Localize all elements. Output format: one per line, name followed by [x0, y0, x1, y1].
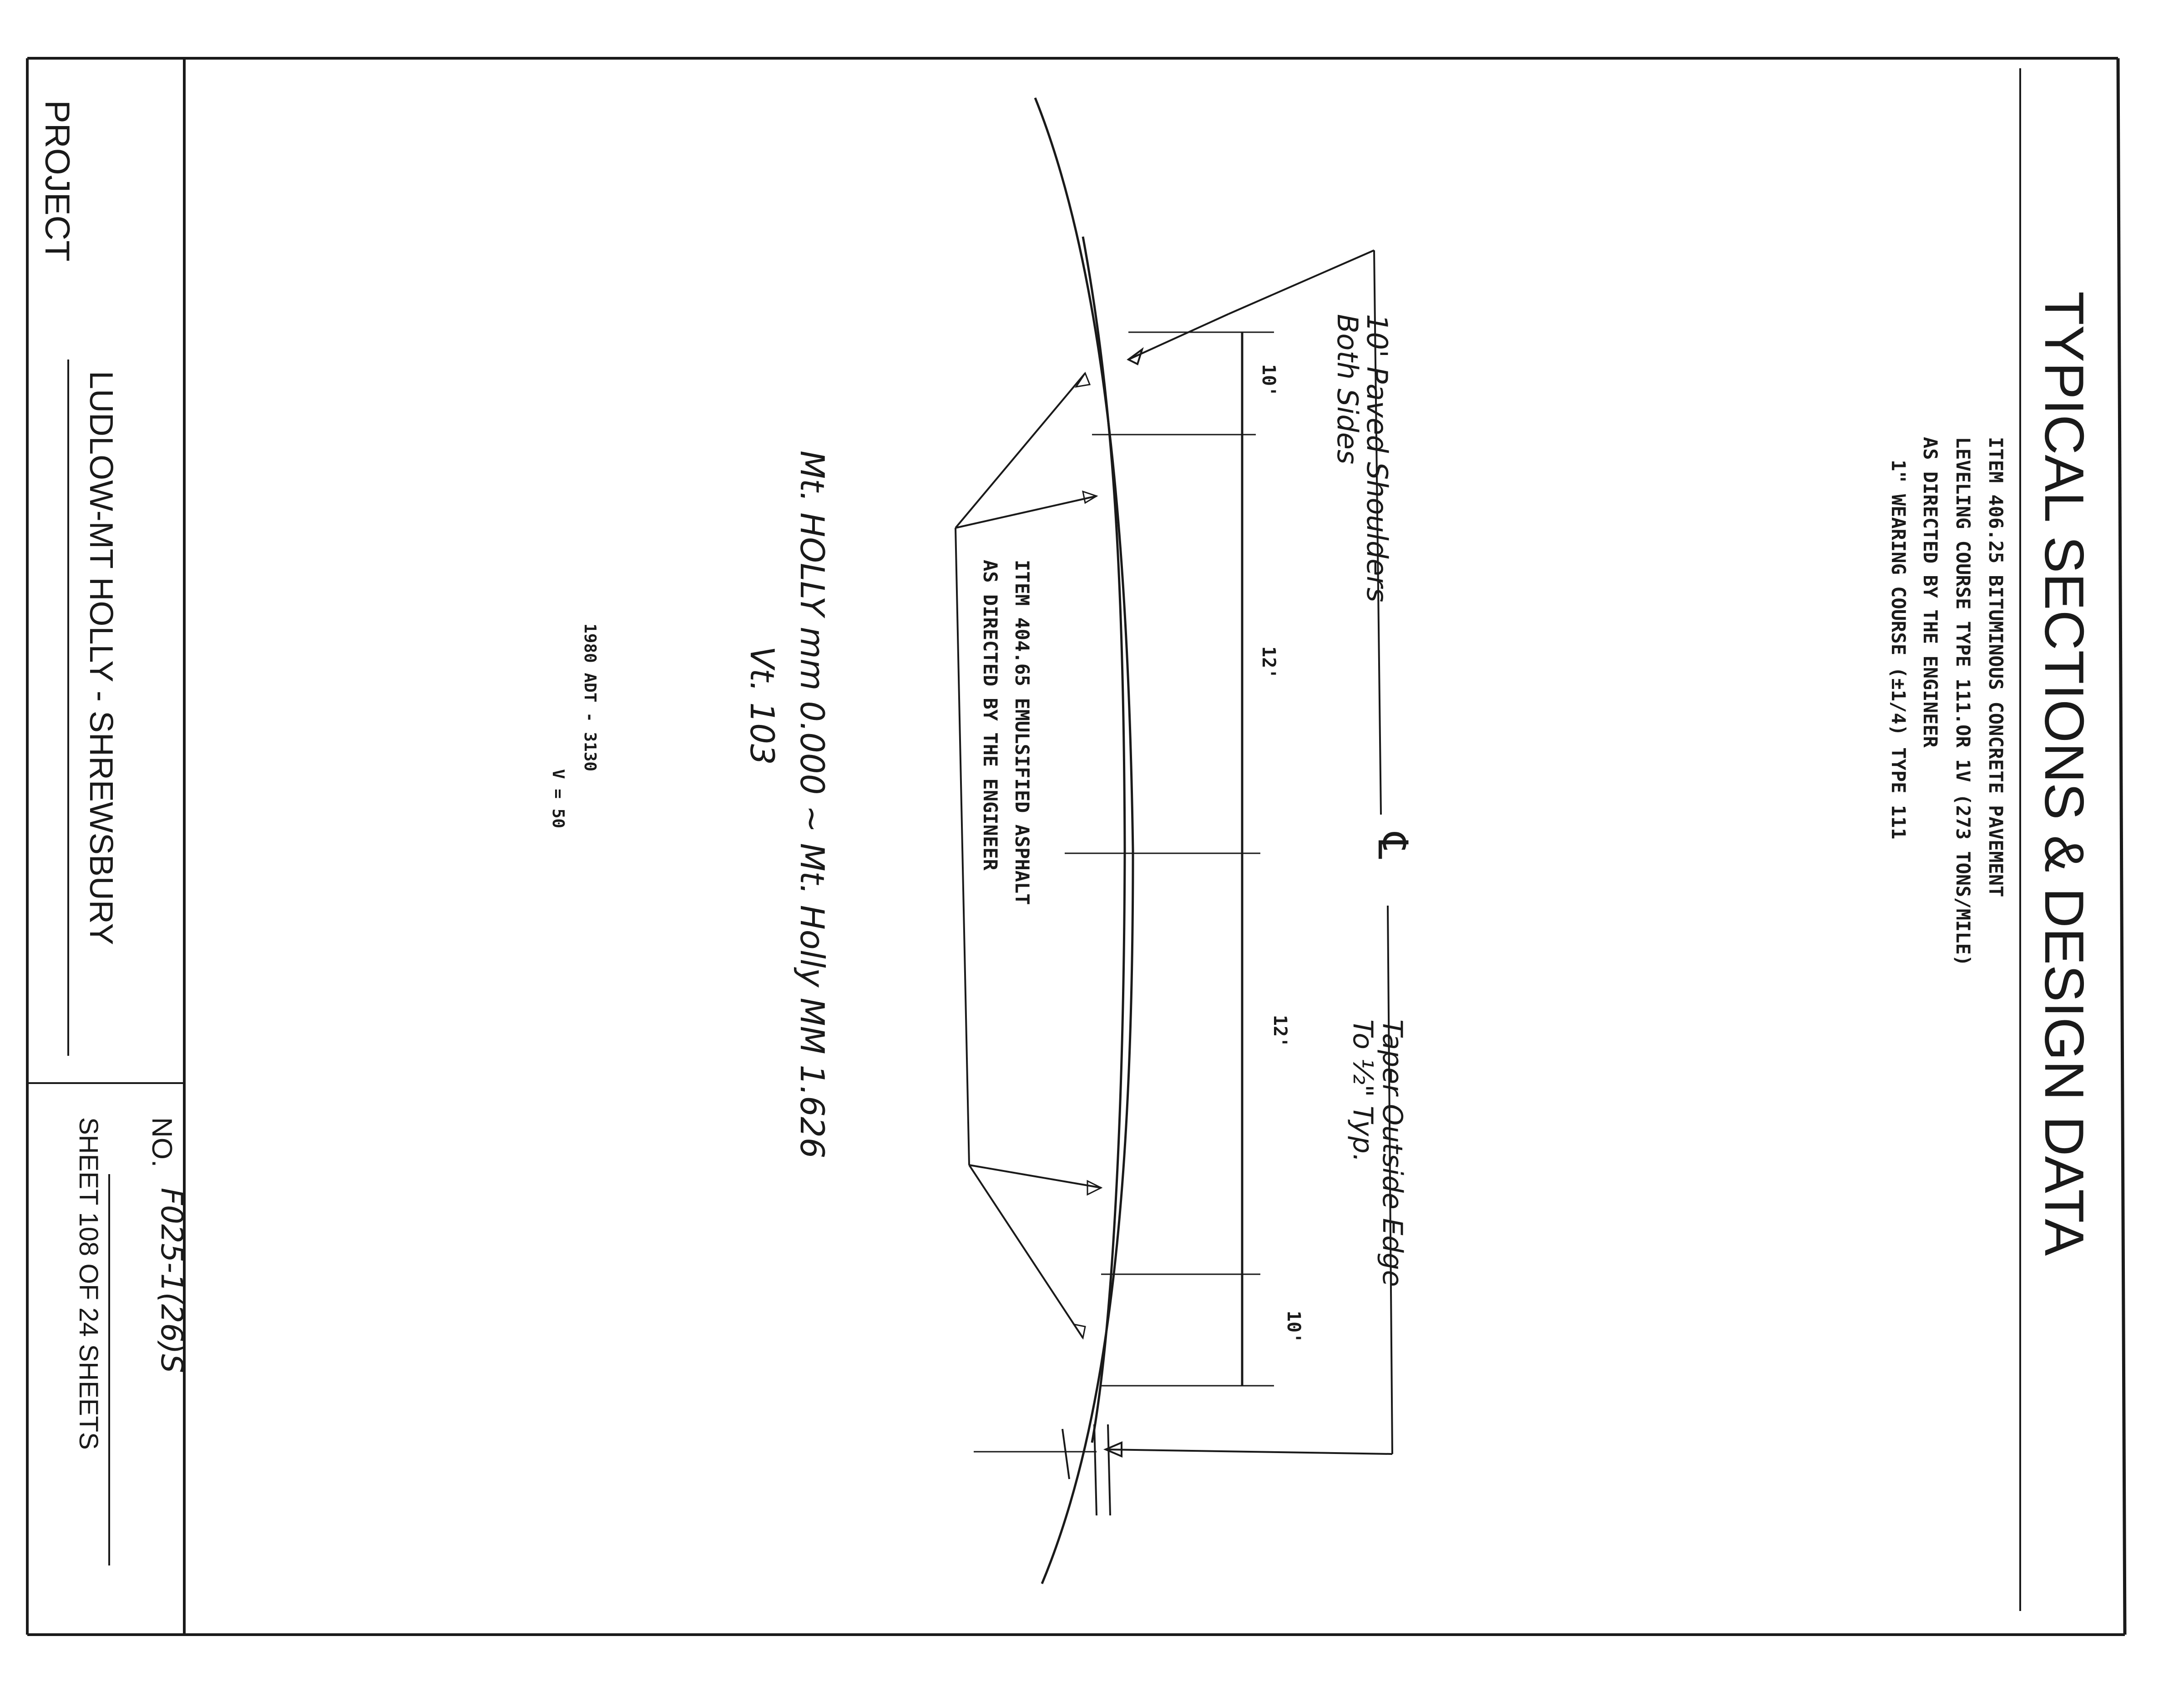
dimension-shoulder-left: 10'	[1258, 364, 1279, 397]
roadway-profile	[974, 97, 1134, 1584]
dimension-lines	[1065, 331, 1274, 1387]
project-label: PROJECT	[38, 100, 76, 262]
taper-note-line-1: Taper Outside Edge	[1376, 1019, 1408, 1287]
sheet-border	[26, 57, 2127, 1636]
shoulder-note-line-1: 10' Paved Shoulders	[1360, 314, 1394, 602]
shoulder-note-line-2: Both Sides	[1331, 314, 1364, 464]
dimension-lane-right: 12'	[1269, 1015, 1290, 1048]
dimension-shoulder-right: 10'	[1283, 1311, 1304, 1343]
sheet-title: TYPICAL SECTIONS & DESIGN DATA	[2033, 291, 2095, 1256]
project-number: F025-1(26)S	[154, 1188, 189, 1373]
traffic-design-speed: V = 50	[549, 769, 567, 828]
location-line-1: Mt. HOLLY mm 0.000 ~ Mt. Holly MM 1.626	[793, 451, 831, 1159]
item-406-note: ITEM 406.25 BITUMINOUS CONCRETE PAVEMENT…	[1887, 437, 2007, 966]
sheet-count: SHEET 108 OF 24 SHEETS	[74, 1117, 103, 1450]
location-line-2: Vt. 103	[743, 646, 781, 765]
item-406-line-2: LEVELING COURSE TYPE 111.OR 1V (273 TONS…	[1952, 437, 1974, 966]
item-406-line-1: ITEM 406.25 BITUMINOUS CONCRETE PAVEMENT	[1985, 437, 2007, 897]
item-406-line-4: 1" WEARING COURSE (±1/4) TYPE 111	[1887, 460, 1910, 839]
leader-lines	[955, 249, 1393, 1458]
project-name: LUDLOW-MT HOLLY - SHREWSBURY	[83, 371, 119, 945]
dimension-lane-left: 12'	[1258, 646, 1279, 679]
traffic-adt: 1980 ADT - 3130	[581, 623, 599, 771]
centerline-symbol: ℄	[1370, 832, 1415, 859]
item-404-line-2: AS DIRECTED BY THE ENGINEER	[979, 560, 1001, 871]
title-block: PROJECT LUDLOW-MT HOLLY - SHREWSBURY NO.…	[38, 100, 189, 1565]
project-number-label: NO.	[146, 1117, 177, 1167]
taper-note-line-2: To ½" Typ.	[1347, 1019, 1379, 1162]
item-406-line-3: AS DIRECTED BY THE ENGINEER	[1919, 437, 1941, 748]
item-404-line-1: ITEM 404.65 EMULSIFIED ASPHALT	[1011, 560, 1033, 905]
